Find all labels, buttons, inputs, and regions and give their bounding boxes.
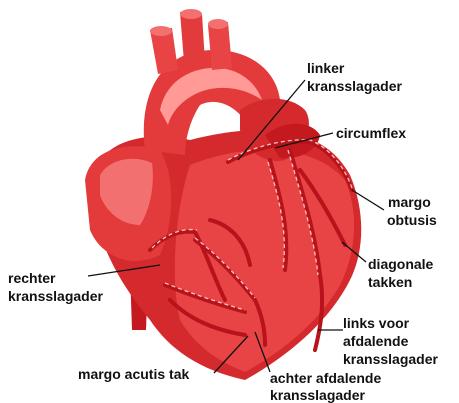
branch-1-opening (150, 26, 172, 36)
label-linker-kransslagader: linker kransslagader (307, 60, 402, 94)
label-circumflex: circumflex (336, 125, 406, 141)
branch-2 (180, 12, 205, 62)
label-rechter-kransslagader: rechter kransslagader (8, 270, 103, 304)
branch-3 (208, 22, 232, 70)
label-links-voor-afdalende: links voor afdalende kransslagader (343, 315, 438, 367)
label-margo-acutis-tak: margo acutis tak (78, 366, 189, 382)
branch-2-opening (180, 9, 202, 19)
branch-3-opening (208, 19, 228, 29)
label-diagonale-takken: diagonale takken (368, 256, 437, 290)
label-margo-obtusis: margo obtusis (387, 194, 437, 228)
label-achter-afdalende: achter afdalende kransslagader (270, 370, 385, 403)
